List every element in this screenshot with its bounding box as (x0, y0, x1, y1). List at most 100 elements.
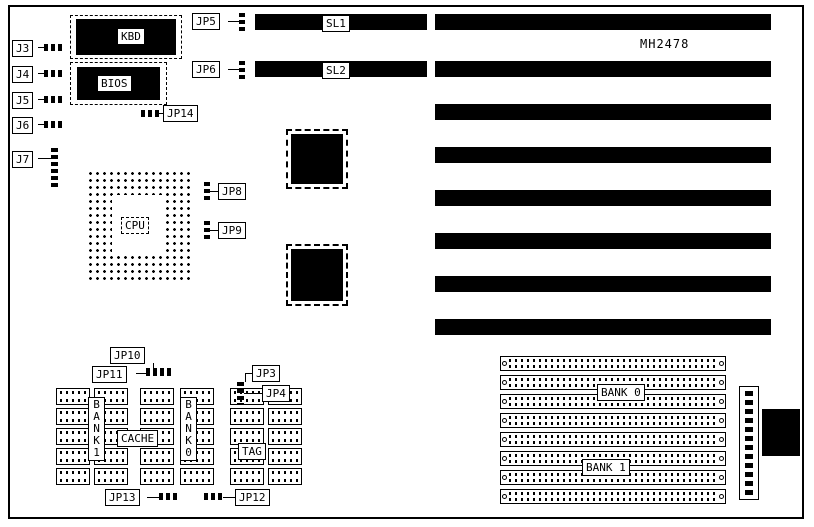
dip-chip (230, 388, 264, 405)
jp10-lead-line (153, 363, 154, 368)
cpu-socket (85, 168, 191, 280)
dip-chip (56, 408, 90, 425)
jp9-label: JP9 (218, 222, 246, 239)
isa-slot (435, 276, 771, 292)
detail (272, 411, 298, 414)
jp14-label: JP14 (163, 105, 198, 122)
jp9-lead-line (210, 230, 218, 231)
detail (234, 459, 260, 462)
detail (719, 379, 724, 385)
detail (60, 431, 86, 434)
j3-label: J3 (12, 40, 34, 57)
detail (98, 439, 124, 442)
cpu-label: CPU (121, 217, 149, 234)
detail (719, 455, 724, 461)
dip-chip (56, 448, 90, 465)
part-number-text: MH2478 (640, 37, 690, 51)
jp6-label: JP6 (192, 61, 220, 78)
dip-chip (140, 468, 174, 485)
detail (509, 492, 717, 495)
detail (234, 431, 260, 434)
dip-chip (268, 448, 302, 465)
detail (60, 459, 86, 462)
detail (60, 399, 86, 402)
detail (719, 417, 724, 423)
detail (509, 454, 717, 457)
detail (719, 474, 724, 480)
detail (60, 451, 86, 454)
j5-label: J5 (12, 92, 34, 109)
dip-chip (180, 468, 214, 485)
sl2-label: SL2 (322, 62, 350, 79)
detail (60, 419, 86, 422)
jp11-label: JP11 (92, 366, 127, 383)
dip-chip (140, 408, 174, 425)
detail (184, 391, 210, 394)
dip-chip (230, 408, 264, 425)
detail (144, 411, 170, 414)
detail (184, 411, 210, 414)
simm-socket (500, 356, 726, 371)
detail (184, 399, 210, 402)
jp12-lead-line (223, 497, 235, 498)
external-port-block (762, 409, 800, 456)
isa-slot (435, 14, 771, 30)
detail (234, 419, 260, 422)
detail (144, 459, 170, 462)
detail (98, 451, 124, 454)
detail (184, 471, 210, 474)
detail (502, 398, 507, 404)
simm-socket (500, 489, 726, 504)
detail (60, 411, 86, 414)
power-connector-pins (745, 391, 753, 495)
tag-label: TAG (238, 443, 266, 460)
j5-pin-header (44, 96, 62, 103)
detail (272, 459, 298, 462)
detail (502, 360, 507, 366)
isa-slot (435, 147, 771, 163)
jp6-pin-header (239, 61, 245, 79)
detail (234, 399, 260, 402)
detail (184, 451, 210, 454)
sl1-label: SL1 (322, 15, 350, 32)
qfp-chip-upper-body (291, 134, 343, 184)
jp5-label: JP5 (192, 13, 220, 30)
detail (98, 459, 124, 462)
power-connector (739, 386, 759, 500)
j6-label: J6 (12, 117, 34, 134)
detail (719, 493, 724, 499)
detail (509, 479, 717, 482)
detail (184, 419, 210, 422)
board-outline (8, 5, 804, 519)
jp14-pin-header (141, 110, 159, 117)
j4-label: J4 (12, 66, 34, 83)
j4-lead-line (38, 73, 44, 74)
detail (502, 474, 507, 480)
detail (719, 360, 724, 366)
dip-chip (230, 468, 264, 485)
detail (98, 419, 124, 422)
j7-lead-line (38, 158, 51, 159)
jp5-lead-line (228, 21, 239, 22)
jp3-lead-line-v (245, 373, 246, 382)
jp8-pin-header (204, 182, 210, 200)
detail (98, 411, 124, 414)
detail (144, 391, 170, 394)
detail (234, 479, 260, 482)
jp5-pin-header (239, 13, 245, 31)
detail (502, 436, 507, 442)
dip-chip (56, 388, 90, 405)
jp14-lead-line (158, 113, 163, 114)
bank1-label: BANK 1 (582, 459, 630, 476)
detail (502, 493, 507, 499)
detail (234, 391, 260, 394)
jp8-label: JP8 (218, 183, 246, 200)
jp4-label: JP4 (262, 385, 290, 402)
detail (98, 391, 124, 394)
detail (184, 431, 210, 434)
dip-chip (56, 428, 90, 445)
isa-slot (435, 319, 771, 335)
detail (509, 422, 717, 425)
kbd-label: KBD (117, 28, 145, 45)
